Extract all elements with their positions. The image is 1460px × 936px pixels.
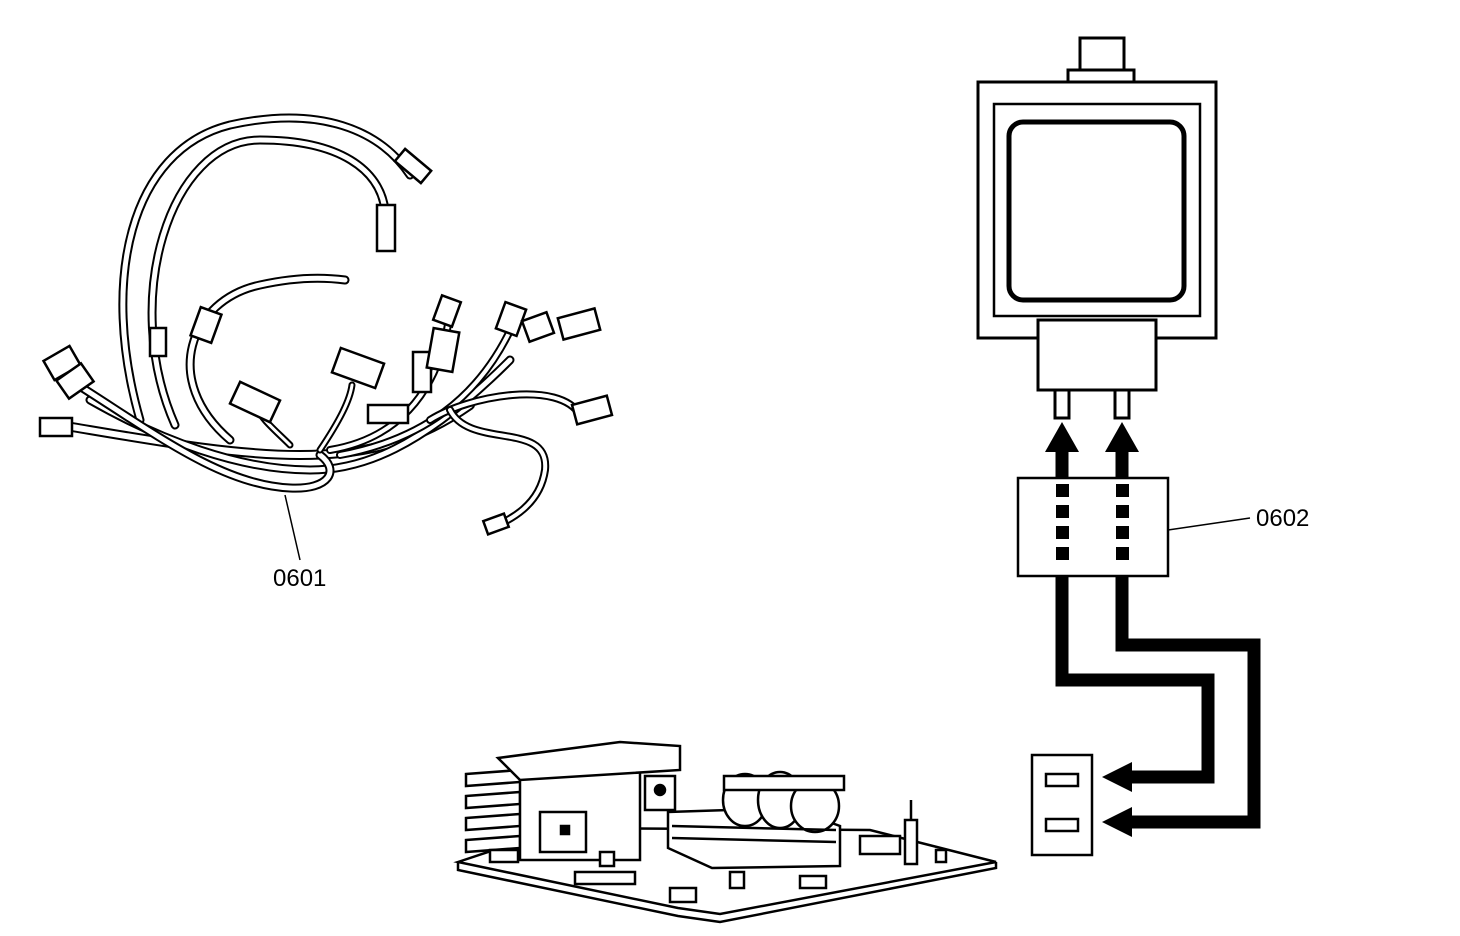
connector xyxy=(425,326,461,374)
component xyxy=(934,848,948,864)
wire-dash xyxy=(1056,505,1069,518)
harness-wire xyxy=(149,137,388,428)
connector xyxy=(38,416,74,438)
arrowhead-left xyxy=(1102,762,1132,792)
connector xyxy=(520,310,556,344)
connector xyxy=(228,380,282,424)
magnetron xyxy=(976,36,1218,420)
magnetron-core xyxy=(1006,119,1187,303)
heat-sink-screw xyxy=(559,824,571,836)
wire-dash xyxy=(1056,526,1069,539)
harness-wire xyxy=(187,275,348,443)
circuit-board xyxy=(453,740,998,924)
arrowhead-up xyxy=(1105,422,1139,452)
connector xyxy=(481,512,511,536)
harness-wire xyxy=(120,115,413,423)
wire-dash xyxy=(1116,484,1129,497)
wire-dash xyxy=(1056,547,1069,560)
connector xyxy=(375,203,397,253)
magnetron-antenna-base xyxy=(1066,68,1136,84)
pcb-edge xyxy=(456,862,998,924)
connector xyxy=(393,147,433,185)
hv-wires xyxy=(1055,448,1261,829)
hv-arrowheads xyxy=(1045,422,1139,837)
part-label-0602: 0602 xyxy=(1256,505,1310,532)
hv-connector-block xyxy=(1016,476,1170,578)
terminal-receptacle xyxy=(1030,753,1094,857)
connector xyxy=(330,346,386,390)
magnetron-terminal xyxy=(1053,388,1071,420)
coil-core xyxy=(722,774,846,792)
coil-line xyxy=(671,836,837,844)
arrowhead-left xyxy=(1102,807,1132,837)
harness-wire xyxy=(318,383,354,452)
harness-connectors xyxy=(38,147,614,536)
component xyxy=(488,848,520,864)
component xyxy=(798,874,828,890)
magnetron-terminal-box xyxy=(1036,318,1158,392)
wire-dash xyxy=(1116,547,1129,560)
coil-line xyxy=(671,824,837,832)
receptacle-body xyxy=(1030,753,1094,857)
leader-line-0601 xyxy=(284,494,301,561)
connector xyxy=(494,300,528,338)
component xyxy=(598,850,616,868)
wire-dash xyxy=(1056,484,1069,497)
wire-dash xyxy=(1116,505,1129,518)
harness-bundle xyxy=(67,377,333,491)
receptacle-slot xyxy=(1044,772,1080,788)
arrowhead-up xyxy=(1045,422,1079,452)
component xyxy=(903,818,919,866)
heat-sink xyxy=(464,740,682,862)
heat-sink-fin xyxy=(464,790,522,810)
wire-dash xyxy=(1116,526,1129,539)
transformer xyxy=(666,770,846,870)
component xyxy=(668,886,698,904)
harness-wire xyxy=(428,392,582,422)
connector xyxy=(556,306,602,342)
heat-sink-fin xyxy=(464,812,522,832)
connector xyxy=(570,394,614,426)
connector xyxy=(366,403,410,425)
connector xyxy=(431,293,463,329)
transistor-hole xyxy=(653,783,667,797)
magnetron-terminal xyxy=(1113,388,1131,420)
component xyxy=(858,834,902,856)
magnetron-antenna xyxy=(1078,36,1126,74)
leader-line-0602 xyxy=(1167,517,1251,531)
receptacle-slot xyxy=(1044,817,1080,833)
connector xyxy=(54,361,96,401)
connector xyxy=(188,305,224,345)
part-label-0601: 0601 xyxy=(273,565,327,592)
harness-wire xyxy=(448,408,548,529)
hv-wire-right xyxy=(1115,448,1261,829)
heat-sink-top xyxy=(495,740,682,782)
hv-wire-left xyxy=(1055,448,1215,784)
component xyxy=(728,870,746,890)
connector xyxy=(148,326,168,358)
hv-wire-dashes xyxy=(1056,484,1129,560)
harness-wire xyxy=(446,406,550,531)
component xyxy=(573,870,637,886)
